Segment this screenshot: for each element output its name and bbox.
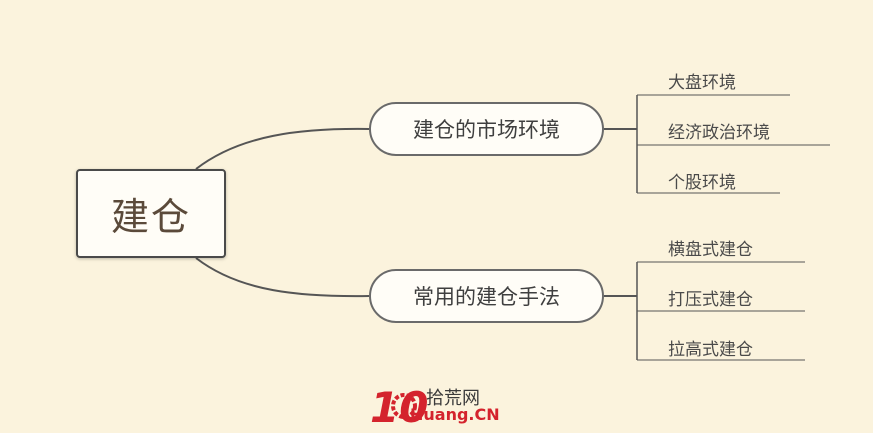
leaf-node[interactable]: 个股环境 — [668, 173, 736, 193]
watermark-logo: 10 — [370, 383, 428, 428]
watermark-en: Huang.CN — [410, 405, 500, 424]
connector-root-branch-1 — [195, 127, 370, 170]
leaf-node[interactable]: 大盘环境 — [668, 73, 736, 93]
leaf-node[interactable]: 打压式建仓 — [668, 290, 753, 310]
gear-icon — [391, 393, 417, 419]
watermark-cn: 拾荒网 — [426, 388, 480, 409]
branch-node-market-environment[interactable]: 建仓的市场环境 — [369, 102, 604, 156]
leaf-node[interactable]: 拉高式建仓 — [668, 340, 753, 360]
branch-node-methods[interactable]: 常用的建仓手法 — [369, 269, 604, 323]
leaf-node[interactable]: 横盘式建仓 — [668, 240, 753, 260]
watermark-logo-mark: 10 — [370, 383, 428, 428]
root-node[interactable]: 建仓 — [76, 169, 226, 258]
connector-root-branch-2 — [195, 257, 370, 298]
leaf-node[interactable]: 经济政治环境 — [668, 123, 770, 143]
